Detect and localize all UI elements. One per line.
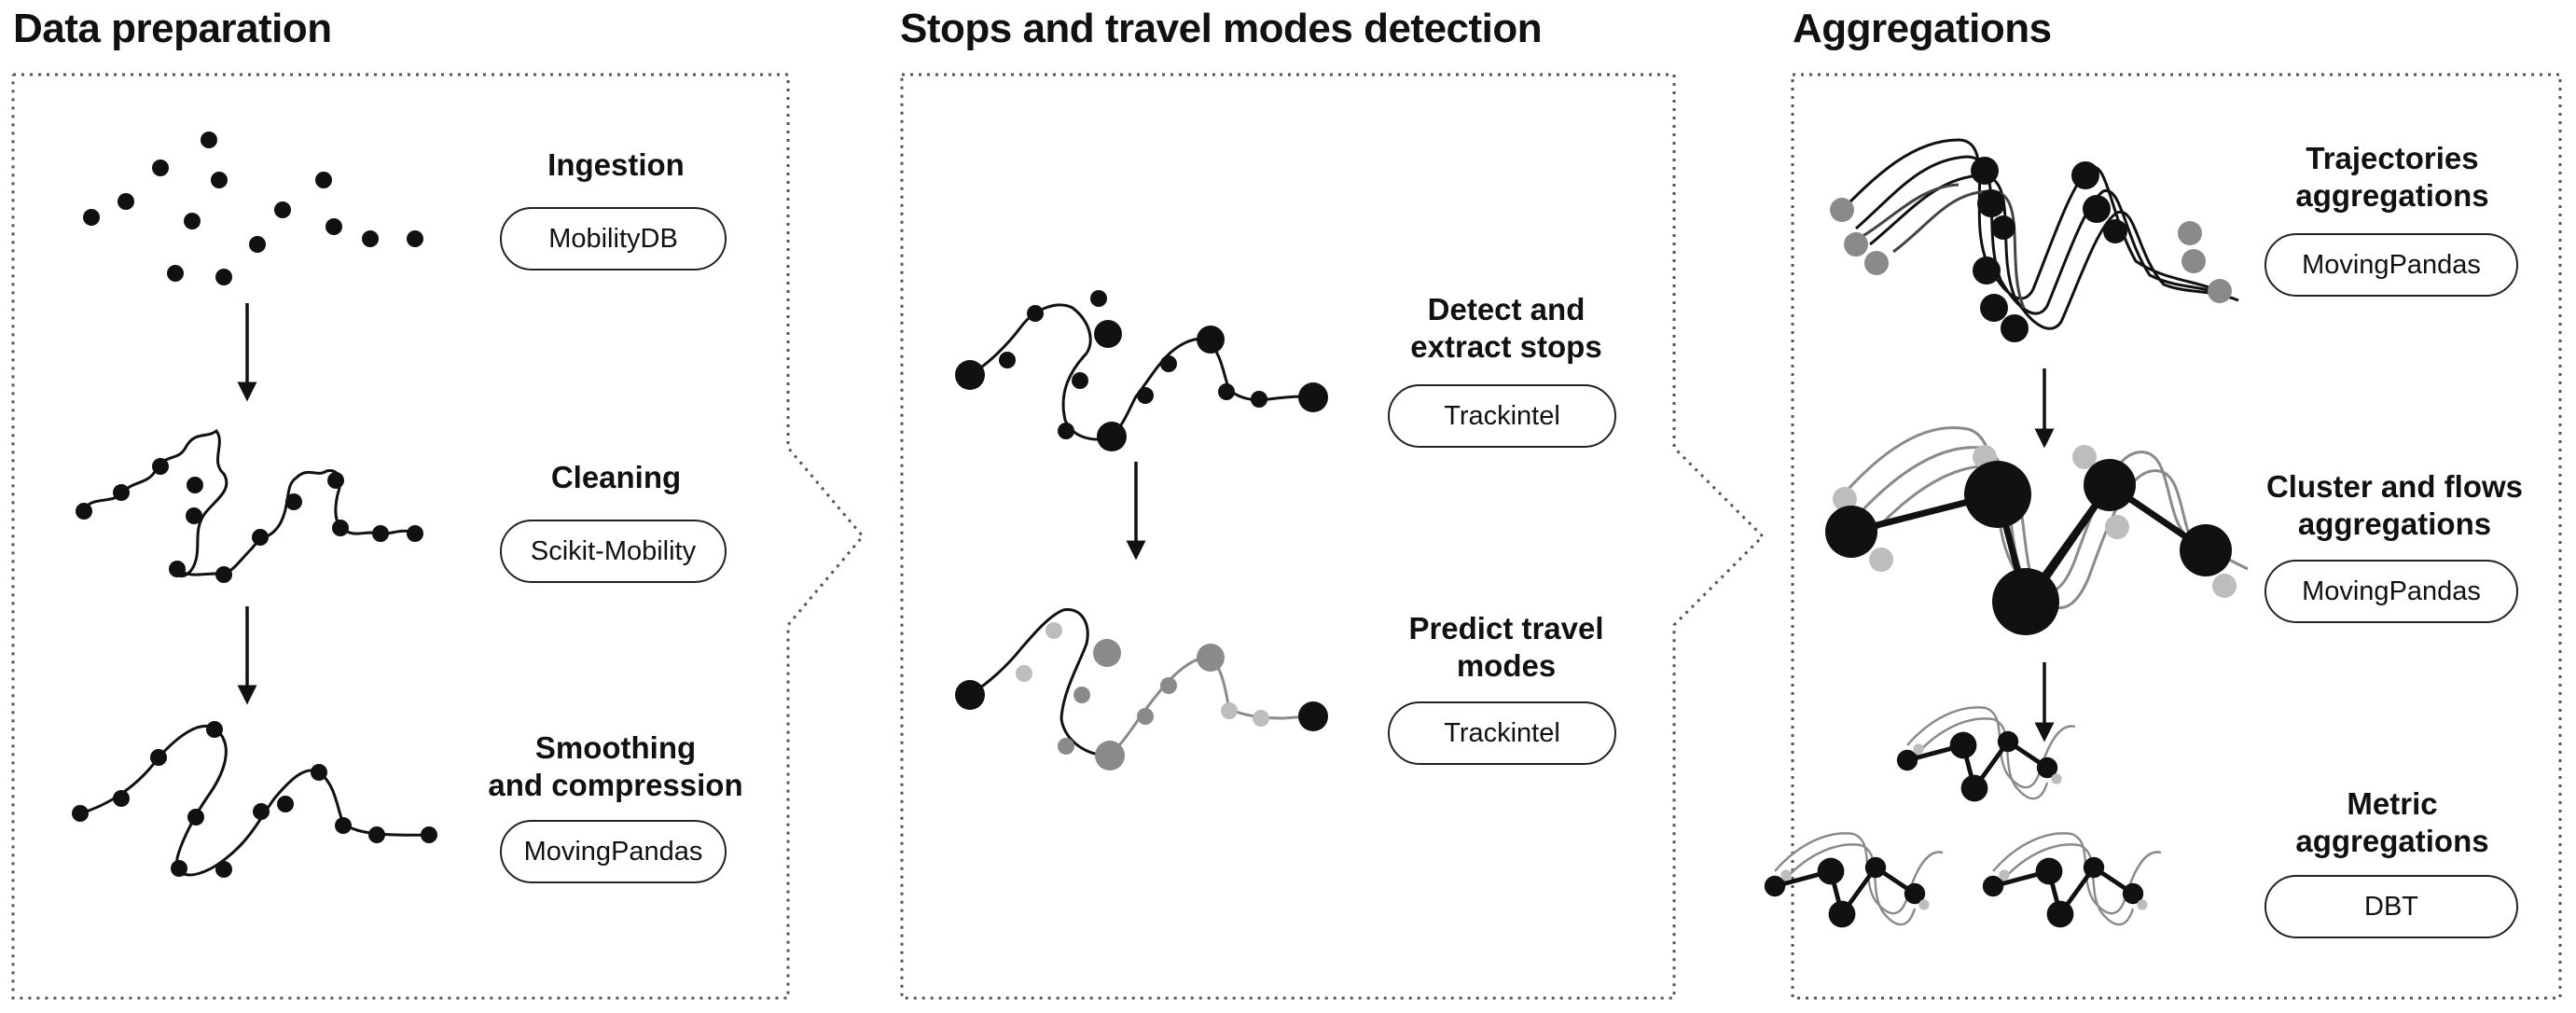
panel-title-aggregations: Aggregations <box>1793 6 2052 51</box>
tool-pill-movingpandas-smoothing[interactable]: MovingPandas <box>500 820 727 883</box>
step-title-metric-aggregations: Metric aggregations <box>2295 786 2489 858</box>
step-title-trajectories-aggregations: Trajectories aggregations <box>2295 141 2489 213</box>
step-title-cluster-flows: Cluster and flows aggregations <box>2265 469 2524 541</box>
step-title-smoothing: Smoothing and compression <box>488 730 743 802</box>
step-title-predict-modes: Predict travel modes <box>1408 611 1604 683</box>
travel-modes-trajectory-illustration <box>955 608 1328 770</box>
tool-pill-trackintel-stops[interactable]: Trackintel <box>1388 384 1616 448</box>
stops-trajectory-illustration <box>955 290 1328 451</box>
panel-title-data-preparation: Data preparation <box>13 6 332 51</box>
tool-pill-dbt[interactable]: DBT <box>2264 875 2518 938</box>
cluster-flows-illustration <box>1825 426 2249 635</box>
tool-pill-mobilitydb[interactable]: MobilityDB <box>500 207 727 271</box>
metric-aggregation-illustration <box>1765 706 2161 927</box>
tool-pill-movingpandas-clusters[interactable]: MovingPandas <box>2264 560 2518 623</box>
step-title-detect-stops: Detect and extract stops <box>1410 292 1602 364</box>
cleaning-trajectory-illustration <box>76 428 423 583</box>
ingestion-points-illustration <box>83 132 423 285</box>
panel-title-stops-detection: Stops and travel modes detection <box>900 6 1543 51</box>
step-title-ingestion: Ingestion <box>547 147 685 182</box>
tool-pill-movingpandas-trajectories[interactable]: MovingPandas <box>2264 233 2518 297</box>
trajectories-aggregation-points <box>1830 157 2232 342</box>
smoothing-trajectory-illustration <box>72 721 437 878</box>
tool-pill-scikit-mobility[interactable]: Scikit-Mobility <box>500 520 727 583</box>
step-title-cleaning: Cleaning <box>550 460 682 494</box>
tool-pill-trackintel-modes[interactable]: Trackintel <box>1388 701 1616 765</box>
